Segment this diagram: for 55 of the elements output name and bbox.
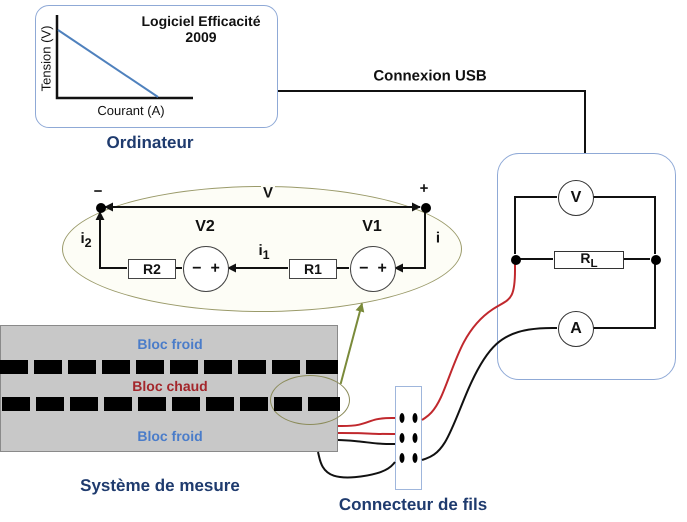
block-label: Bloc froid [136, 428, 204, 444]
current-arrow [394, 212, 426, 272]
source-label: V2 [194, 218, 216, 236]
wire [421, 264, 516, 421]
component-label: A [570, 320, 582, 338]
voltage-source-symbol [183, 246, 229, 292]
device-caption: Système de mesure [79, 476, 241, 496]
polarity-sign: + [210, 260, 220, 278]
usb-cable [278, 90, 586, 153]
component-label: R1 [304, 261, 322, 277]
voltage-arrow [104, 202, 421, 212]
voltmeter-symbol [558, 180, 594, 216]
computer-window [35, 5, 278, 128]
source-label: V1 [361, 218, 383, 236]
device-caption: Connecteur de fils [338, 495, 488, 515]
wire [593, 264, 656, 329]
highlight-ellipse [270, 375, 350, 425]
junction-dot [651, 255, 661, 265]
current-arrow [96, 211, 127, 269]
resistor-symbol [128, 259, 176, 279]
axis-label: Courant (A) [96, 104, 166, 119]
wire [317, 452, 396, 478]
ammeter-symbol [558, 311, 594, 347]
voltage-source-symbol [350, 246, 396, 292]
wire [338, 417, 395, 427]
axis-label: Tension (V) [40, 24, 54, 94]
polarity-sign: − [359, 260, 368, 278]
component-label: R2 [143, 261, 161, 277]
polarity-sign: + [418, 180, 430, 198]
software-title: Logiciel Efficacité 2009 [140, 13, 262, 46]
wire [623, 258, 650, 260]
pointer-arrow [340, 302, 364, 384]
wire [514, 196, 557, 254]
polarity-sign: − [92, 183, 104, 200]
wire [520, 258, 553, 260]
device-caption: Ordinateur [106, 133, 194, 153]
wire [422, 327, 557, 461]
resistor-symbol [289, 259, 337, 279]
terminal-dot [421, 203, 431, 213]
wire [336, 267, 349, 269]
block-label: Bloc chaud [131, 378, 209, 394]
wire-connector [395, 386, 422, 490]
resistor-symbol [554, 251, 624, 269]
wire [593, 196, 656, 254]
electronic-load-box [497, 153, 676, 380]
component-label: R$_{L}$ [580, 250, 598, 270]
wire [338, 432, 395, 435]
current-arrow [227, 264, 288, 272]
polarity-sign: + [378, 260, 387, 278]
terminal-dot [96, 203, 106, 213]
polarity-sign: − [192, 260, 202, 278]
wire [338, 439, 395, 445]
block-label: Bloc froid [136, 336, 204, 352]
component-label: V [570, 189, 582, 207]
junction-dot [511, 255, 521, 265]
